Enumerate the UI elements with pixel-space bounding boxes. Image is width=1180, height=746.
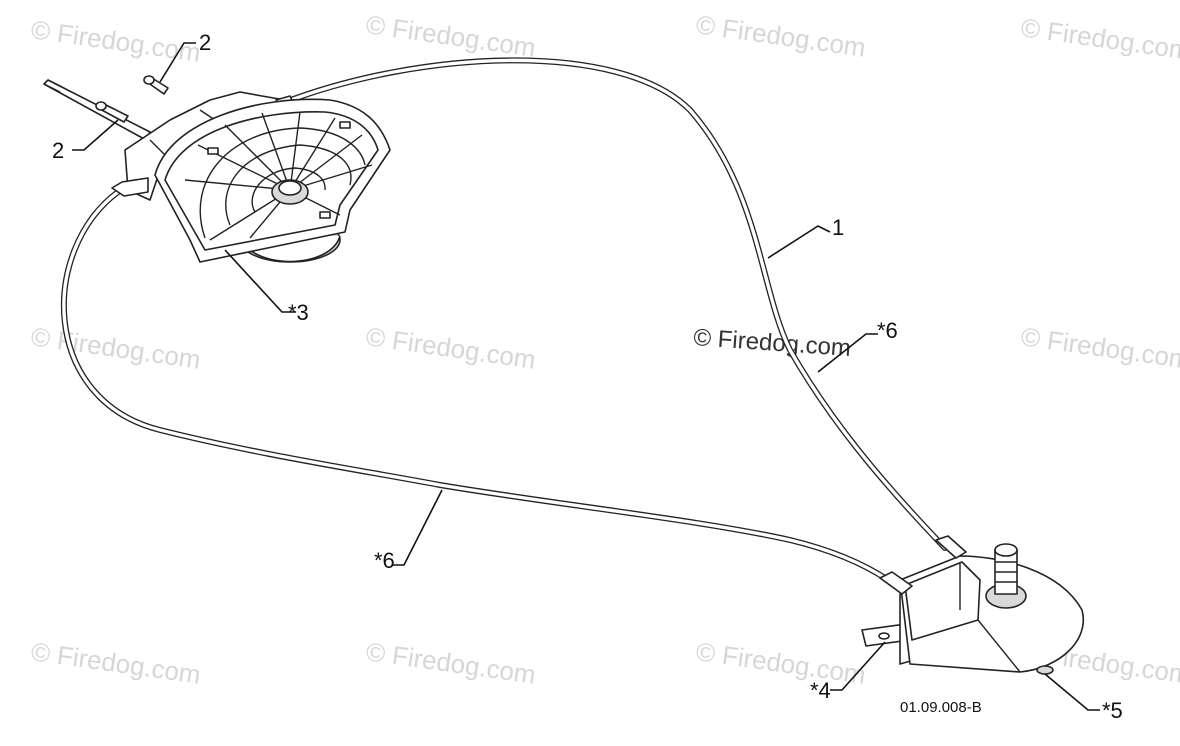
cable-assembly (60, 57, 948, 583)
watermark: © Firedog.com (694, 636, 867, 689)
callout-labels: 1 2 2 *3 *6 *6 *4 *5 01.09.008-B (52, 30, 1123, 723)
watermark: © Firedog.com (364, 321, 537, 374)
watermark: © Firedog.com (364, 636, 537, 689)
watermark: © Firedog.com (1019, 321, 1180, 374)
reference-code: 01.09.008-B (900, 699, 982, 716)
callout-bolt-top: 2 (199, 30, 211, 55)
leader-lines (72, 42, 1100, 711)
callout-deflector: *5 (1102, 698, 1123, 723)
watermark: © Firedog.com (29, 321, 202, 374)
callout-cable-6-right: *6 (877, 318, 898, 343)
watermark: © Firedog.com (29, 636, 202, 689)
watermark: © Firedog.com (364, 9, 537, 62)
callout-control-assembly: *3 (288, 300, 309, 325)
callout-cable-1: 1 (832, 215, 844, 240)
watermark: © Firedog.com (694, 9, 867, 62)
callout-cable-6-left: *6 (374, 548, 395, 573)
center-watermark: © Firedog.com (693, 324, 852, 362)
chute-control-assembly (43, 75, 391, 263)
deflector-assembly (861, 535, 1085, 675)
callout-bracket: *4 (810, 678, 831, 703)
watermark: © Firedog.com (29, 14, 202, 67)
callout-bolt-left: 2 (52, 138, 64, 163)
watermark: © Firedog.com (1019, 12, 1180, 65)
